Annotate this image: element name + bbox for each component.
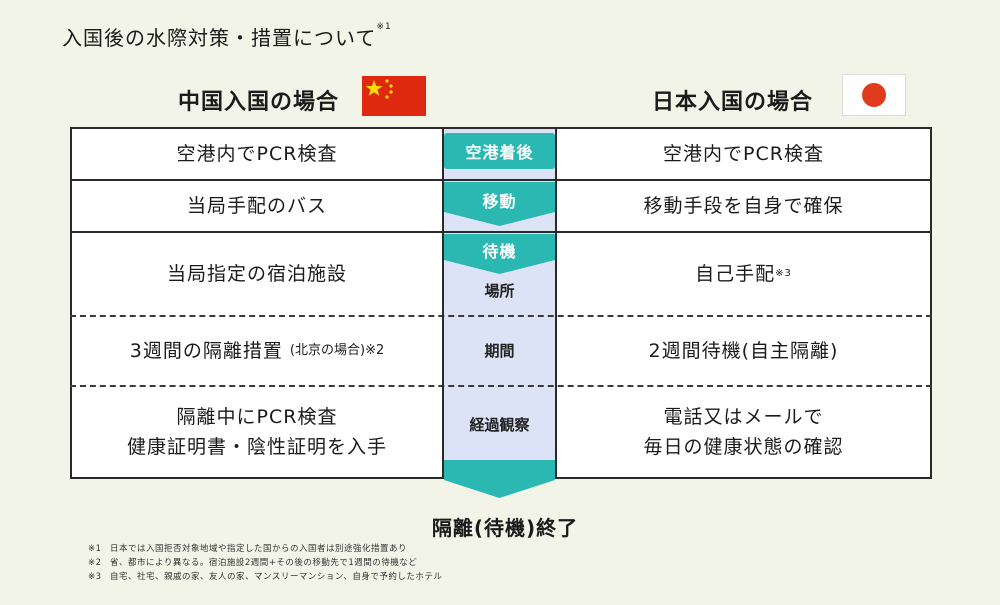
page-title: 入国後の水際対策・措置について※1: [62, 22, 392, 51]
china-flag: [362, 76, 426, 116]
arrival-label: 空港着後: [444, 133, 555, 169]
china-observation-line2: 健康証明書・陰性証明を入手: [126, 436, 387, 458]
move-chevron: [444, 182, 555, 226]
china-period-paren: (北京の場合): [289, 343, 366, 358]
observation-label: 経過観察: [469, 415, 530, 434]
china-heading: 中国入国の場合: [178, 90, 340, 115]
footnote-text: 自宅、社宅、親戚の家、友人の家、マンスリーマンション、自身で予約したホテル: [110, 572, 443, 582]
china-period-main: 3週間の隔離措置: [129, 340, 283, 362]
japan-flag: [842, 74, 906, 116]
footnote: ※2 省、都市により異なる。宿泊施設2週間+その後の移動先で1週間の待機など: [88, 556, 417, 568]
china-arrival-cell: 空港内でPCR検査: [176, 143, 338, 165]
japan-place-cell: 自己手配※3: [557, 233, 930, 315]
china-move-cell: 当局手配のバス: [186, 195, 327, 217]
column-divider: [555, 127, 557, 479]
wait-label: 待機: [482, 242, 517, 261]
japan-move-cell: 移動手段を自身で確保: [643, 195, 844, 217]
japan-arrival-cell: 空港内でPCR検査: [663, 143, 824, 165]
china-place-cell: 当局指定の宿泊施設: [166, 263, 347, 285]
japan-place-text: 自己手配: [695, 263, 776, 285]
end-label: 隔離(待機)終了: [431, 516, 579, 540]
japan-observation-line2: 毎日の健康状態の確認: [643, 436, 844, 458]
row-divider-dashed: [70, 385, 932, 387]
move-label: 移動: [482, 192, 517, 211]
japan-flag-circle: [843, 75, 905, 115]
footnote-text: 日本では入国拒否対象地域や指定した国からの入国者は別途強化措置あり: [110, 544, 408, 554]
wait-chevron: [444, 234, 555, 274]
china-flag-stars: [362, 76, 426, 116]
period-label: 期間: [484, 341, 515, 360]
page-title-text: 入国後の水際対策・措置について: [62, 26, 377, 50]
footnote: ※1 日本では入国拒否対象地域や指定した国からの入国者は別途強化措置あり: [88, 542, 407, 554]
row-divider-dashed: [70, 315, 932, 317]
place-label: 場所: [484, 281, 515, 300]
china-period-cell: 3週間の隔離措置 (北京の場合)※2: [72, 317, 442, 385]
china-observation-cell: 隔離中にPCR検査 健康証明書・陰性証明を入手: [72, 387, 442, 477]
footnote-mark: ※3: [88, 572, 102, 582]
row-divider: [70, 179, 932, 181]
japan-observation-line1: 電話又はメールで: [663, 406, 824, 428]
footnote: ※3 自宅、社宅、親戚の家、友人の家、マンスリーマンション、自身で予約したホテル: [88, 570, 442, 582]
column-divider: [442, 127, 444, 479]
footnote-mark: ※1: [88, 544, 102, 554]
end-chevron: [444, 460, 555, 498]
footnote-mark: ※2: [88, 558, 102, 568]
japan-period-cell: 2週間待機(自主隔離): [648, 340, 839, 362]
japan-heading: 日本入国の場合: [652, 90, 814, 115]
japan-observation-cell: 電話又はメールで 毎日の健康状態の確認: [557, 387, 930, 477]
row-divider: [70, 231, 932, 233]
footnote-text: 省、都市により異なる。宿泊施設2週間+その後の移動先で1週間の待機など: [110, 558, 418, 568]
china-period-note: ※2: [365, 343, 385, 358]
china-observation-line1: 隔離中にPCR検査: [176, 406, 338, 428]
japan-place-note: ※3: [775, 268, 792, 279]
title-note-mark: ※1: [376, 22, 392, 32]
